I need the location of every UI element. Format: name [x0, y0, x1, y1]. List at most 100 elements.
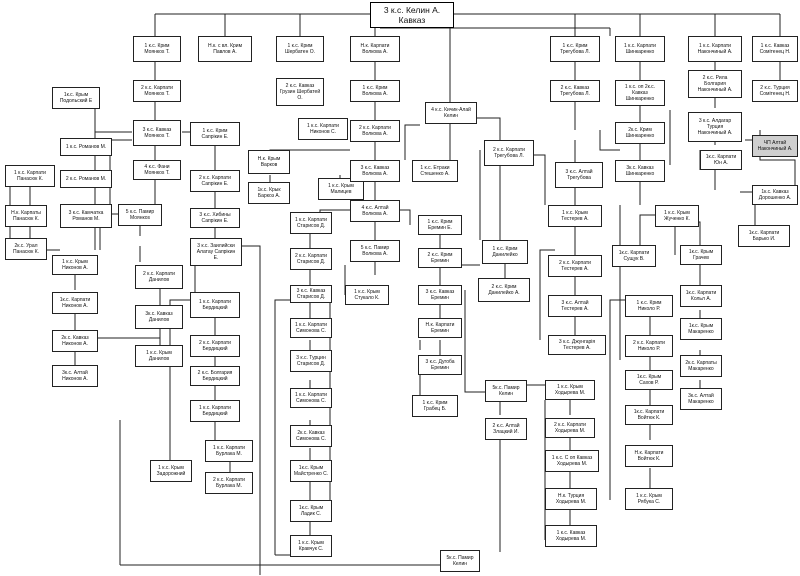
node[interactable]: 4 к.с. Кичик-Алай Келин [425, 102, 477, 124]
node[interactable]: 3 к.с. Турцин Старисов Д. [290, 350, 332, 372]
node[interactable]: 1к.с. Карпати Сущук В. [612, 245, 656, 267]
node[interactable]: 1 к.с. Карпати Накончиный А. [688, 36, 742, 62]
node[interactable]: 2 к.с. Карпати Трегубова Л. [484, 140, 534, 166]
node[interactable]: 5 к.с. Памир Волкова А. [350, 240, 400, 262]
node[interactable]: 1 к.с. Крим Николо Р. [625, 295, 673, 317]
node[interactable]: 2к.с. Крим Шинкаренко [615, 122, 665, 144]
node[interactable]: 3 к.с. Кавказ Моянкоs Т. [133, 120, 181, 146]
node[interactable]: 1 к.с. Крым Никонов А. [52, 255, 98, 275]
node[interactable]: 5к.с. Памир Келин [440, 550, 480, 572]
node[interactable]: 1 к.с. Карпати Симонова С. [290, 318, 332, 338]
node[interactable]: 1 к.с. Крим Данилейко [482, 240, 528, 264]
node[interactable]: 1 к.с. Крым Жученко К. [655, 205, 699, 227]
node[interactable]: 1 к.с. Кавказ Ходырева М. [545, 525, 597, 547]
node[interactable]: 1к.с. Крым Грачев [680, 245, 722, 265]
node[interactable]: 3 к.с. Камчатка Романов М. [60, 204, 112, 228]
node[interactable]: 3 к.с. Кавказ Волкова А. [350, 160, 400, 182]
node[interactable]: 4 к.с. Фани Моянкоs Т. [133, 160, 181, 180]
node[interactable]: 1 к.с. Крым Ходырева М. [545, 380, 595, 400]
node[interactable]: 3 к.с. Дугоба Еремин [418, 355, 462, 375]
node[interactable]: Н.к. Карпаты Панасюк К. [5, 205, 47, 227]
root-node[interactable]: 3 к.с. Келин А. Кавказ [370, 2, 454, 28]
node[interactable]: 3к.с. Кавказ Данилов [135, 305, 183, 329]
node[interactable]: 2 к.с. Карпати Бердицкий [190, 335, 240, 357]
node[interactable]: 3 к.с. Джунгарія Тестерев А. [548, 335, 606, 355]
node[interactable]: 1к.с. Крык Баркоз А. [248, 182, 290, 204]
node[interactable]: 1 к.с. Крим Сапрікин Е. [190, 122, 240, 146]
node[interactable]: Н.к. Карпати Войтюк К. [625, 445, 673, 467]
node[interactable]: 2 к.с. Карпати Бурлака М. [205, 472, 253, 494]
node[interactable]: 1 к.с. Крим Шербатен О. [276, 36, 324, 62]
node[interactable]: Н.к. с вл. Крим Павлов А. [198, 36, 252, 62]
node[interactable]: 2 к.с. Карпати Старисов Д. [290, 248, 332, 270]
node[interactable]: 5 к.с. Памир Моянкоs [118, 204, 162, 226]
node[interactable]: 1 к.с. Крым Рябука С. [625, 488, 673, 510]
node[interactable]: 1 к.с. Карпати Старисов Д. [290, 212, 332, 234]
node[interactable]: 1 к.с. Етраки Стешенко А. [412, 160, 458, 182]
node[interactable]: 1 к.с. Карпати Никонов С. [298, 118, 348, 140]
node[interactable]: 1к.с. Карпати Кольл А. [680, 285, 722, 307]
node[interactable]: Н.к. Крым Варков [248, 150, 290, 174]
node[interactable]: 1 к.с. Крим Моянкоs Т. [133, 36, 181, 62]
node[interactable]: 2 к.с. Карпати Ходырева М. [545, 418, 595, 438]
node[interactable]: 1 к.с. Крым Тестерев А. [548, 205, 602, 227]
node[interactable]: 1 к.с. Крим Волкова А. [350, 80, 400, 102]
node[interactable]: 3к.с. Алтай Макаренко [680, 388, 722, 410]
node[interactable]: 1 к.с. Крим Грабец Б. [412, 395, 458, 417]
node[interactable]: 1 к.с. Романов М. [60, 138, 112, 156]
node[interactable]: 1к.с. Кавказ Дорошенко А. [752, 185, 798, 205]
node[interactable]: 2к.с. Карпаты Макаренко [680, 355, 722, 377]
node[interactable]: 2 к.с. Карпати Волкова А. [350, 120, 400, 142]
node[interactable]: 3 к.с. Кавказ Еремин [418, 285, 462, 305]
node[interactable]: 1 к.с. Крым Задорожний [150, 460, 192, 482]
node[interactable]: 1 к.с. оп 2к.с. Кавказ Шинкаренко [615, 80, 665, 106]
node[interactable]: 2 к.с. Крим Данилейко А. [478, 278, 530, 302]
node[interactable]: 3к.с. Кавказ Шинкаренко [615, 160, 665, 182]
node[interactable]: 2 к.с. Карпати Николо Р. [625, 335, 673, 357]
highlighted-node[interactable]: ЧП Алтай Накончиный А. [752, 135, 798, 157]
node[interactable]: 1к.с. Карпати Войтюк К. [625, 405, 673, 425]
node[interactable]: 1к.с. Крым Ладик С. [290, 500, 332, 522]
node[interactable]: 2 к.с. Рила Болгария Накончиный А. [688, 70, 742, 98]
node[interactable]: 2 к.с. Карпати Данилов [135, 265, 183, 289]
node[interactable]: 3 к.с. Алтай Трегубова [555, 162, 603, 188]
node[interactable]: 1 к.с. Карпати Бердицкий [190, 400, 240, 422]
node[interactable]: 1 к.с. Крым Стукало К. [345, 285, 389, 305]
node[interactable]: 5к.с. Памир Келин [485, 380, 527, 402]
node[interactable]: 2 к.с. Крим Еремин [418, 248, 462, 268]
node[interactable]: 2к.с. Кавказ Симонова С. [290, 425, 332, 447]
node[interactable]: 3 к.с. Алтай Тестерев А. [548, 295, 602, 317]
node[interactable]: 3 к.с. Хибины Сапрікин Е. [190, 208, 240, 228]
node[interactable]: Н.к. Карпати Еремин [418, 318, 462, 338]
node[interactable]: 1к.с. Крым Майстренко С. [290, 460, 332, 482]
node[interactable]: 2 к.с. Карпати Сапрікин Е. [190, 170, 240, 192]
node[interactable]: 2 к.с. Кавказ Грузин Шербатей О. [276, 78, 324, 106]
node[interactable]: 1к.с. Крым Сахов Р. [625, 370, 673, 390]
node[interactable]: 1к.с. Карпати Барько И. [738, 225, 790, 247]
node[interactable]: 2 к.с. Турция Сомітенец Н. [752, 80, 798, 102]
node[interactable]: 1 к.с. Карпати Панасюк К. [5, 165, 55, 187]
node[interactable]: 1 к.с. Крим Трегубова Л. [550, 36, 600, 62]
node[interactable]: 3 к.с. Алдагар Турция Накончиный А. [688, 112, 742, 142]
node[interactable]: 1 к.с. Кавказ Сомітенец Н. [752, 36, 798, 62]
node[interactable]: 2к.с. Кавказ Никонов А. [52, 330, 98, 352]
node[interactable]: 2 к.с. Романов М. [60, 170, 112, 188]
node[interactable]: 1к.с. Карпати Никонов А. [52, 292, 98, 314]
node[interactable]: 4 к.с. Алтай Волкова А. [350, 200, 400, 222]
node[interactable]: 1 к.с. Карпати Симонова С. [290, 388, 332, 408]
node[interactable]: 1 к.с. Карпати Бердицкий [190, 292, 240, 318]
node[interactable]: 3 к.с. Кавказ Старисов Д. [290, 285, 332, 303]
node[interactable]: 1 к.с. Карпати Бурлака М. [205, 440, 253, 462]
node[interactable]: 1к.с. Карпати Юн А. [700, 150, 742, 170]
node[interactable]: 1 к.с. Крим Еремин Е. [418, 215, 462, 235]
node[interactable]: 1к.с. Крым Подольский Е [52, 87, 100, 109]
node[interactable]: 1 к.с. Крым Кравчук С. [290, 535, 332, 557]
node[interactable]: 1к.с. Крым Макаренко [680, 318, 722, 340]
node[interactable]: Н.к. Турция Ходырева М. [545, 488, 597, 510]
node[interactable]: 2 к.с. Карпати Моянкоs Т. [133, 80, 181, 102]
node[interactable]: 1 к.с. Крым Малицев [318, 178, 364, 200]
node[interactable]: Н.к. Карпати Волкова А. [350, 36, 400, 62]
node[interactable]: 2 к.с. Кавказ Трегубова Л. [550, 80, 600, 102]
node[interactable]: 3 к.с. Заилийски Алатау Сапрікин Е. [190, 238, 242, 266]
node[interactable]: 1 к.с. Крым Данилов [135, 345, 183, 367]
